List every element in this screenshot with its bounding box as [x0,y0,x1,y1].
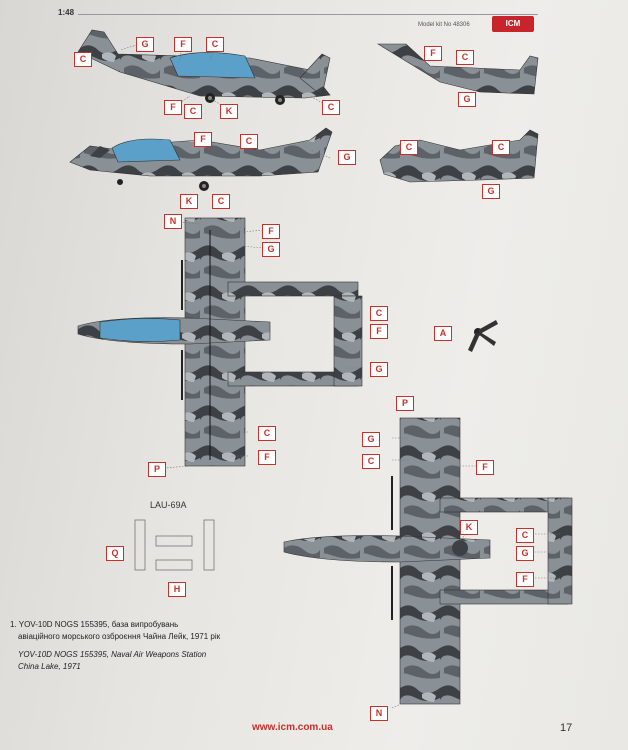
callout-c-4: C [322,100,340,115]
callout-g-6: G [370,362,388,377]
kit-number: Model kit No 48306 [418,22,470,28]
callout-f-2: F [164,100,182,115]
caption-ua-line1: 1. YOV-10D NOGS 155395, база випробувань [10,620,179,629]
footer-url: www.icm.com.ua [252,722,333,733]
callout-c-3: C [184,104,202,119]
callout-g-1: G [136,37,154,52]
callout-a: A [434,326,452,341]
callout-c-9: C [492,140,510,155]
callout-g-7: G [362,432,380,447]
propeller-icon [468,320,498,352]
page-number: 17 [560,722,573,734]
callout-h: H [168,582,186,597]
callout-c-10: C [370,306,388,321]
callout-p-2: P [396,396,414,411]
callout-k-3: K [460,520,478,535]
aircraft-bottom-view [283,417,573,705]
callout-f-6: F [370,324,388,339]
callout-c-12: C [362,454,380,469]
callout-c-11: C [258,426,276,441]
callout-g-2: G [458,92,476,107]
callout-g-3: G [338,150,356,165]
callout-f-8: F [476,460,494,475]
callout-g-8: G [516,546,534,561]
callout-k-1: K [220,104,238,119]
callout-k-2: K [180,194,198,209]
callout-c-5: C [456,50,474,65]
callout-c-2: C [206,37,224,52]
scale-label: 1:48 [58,8,75,17]
rocket-pod-icon [134,519,215,571]
callout-f-4: F [194,132,212,147]
tail-view-top-right [376,43,539,95]
caption-ua-line2: авіаційного морського озброєння Чайна Ле… [18,632,221,641]
callout-g-4: G [482,184,500,199]
callout-n-2: N [370,706,388,721]
icm-logo: ICM [492,16,534,32]
callout-c-6: C [240,134,258,149]
callout-f-5: F [262,224,280,239]
callout-f-3: F [424,46,442,61]
callout-p-1: P [148,462,166,477]
callout-c-13: C [516,528,534,543]
tail-view-mid-right [379,129,539,183]
aircraft-side-view-1 [77,29,331,105]
callout-g-5: G [262,242,280,257]
callout-n-1: N [164,214,182,229]
callout-c-1: C [74,52,92,67]
caption-en-line1: YOV-10D NOGS 155395, Naval Air Weapons S… [18,650,207,659]
pod-label: LAU-69A [150,500,187,510]
aircraft-side-view-2 [69,127,333,191]
header-divider [78,14,538,15]
callout-f-1: F [174,37,192,52]
callout-c-8: C [400,140,418,155]
callout-q: Q [106,546,124,561]
aircraft-top-view [77,217,363,467]
callout-c-7: C [212,194,230,209]
callout-f-9: F [516,572,534,587]
caption-en-line2: China Lake, 1971 [18,662,81,671]
callout-f-7: F [258,450,276,465]
